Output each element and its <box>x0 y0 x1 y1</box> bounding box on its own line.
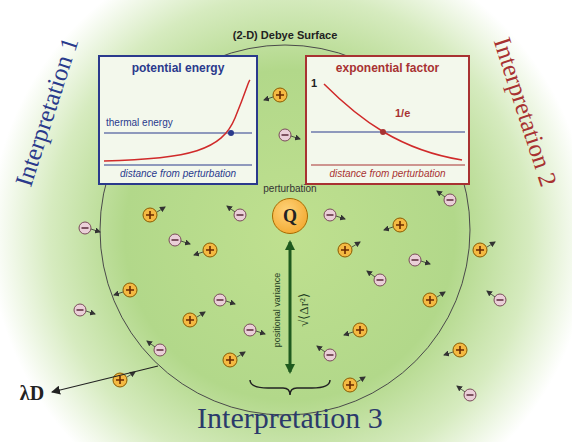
graph-box: exponential factor 1 1/e distance from pert… <box>305 55 470 185</box>
interpretation-title: Interpretation 3 <box>197 401 383 435</box>
axis-label: distance from perturbation <box>120 168 236 179</box>
graph-box: potential energy thermal energy distance f… <box>98 55 258 185</box>
axis-value: 1 <box>311 77 317 89</box>
charge-circle: perturbationQ <box>272 198 308 234</box>
graph-title: potential energy <box>132 61 225 75</box>
axis-value: 1/e <box>395 107 410 119</box>
graph-title: exponential factor <box>336 61 439 75</box>
formula-label: √⟨Δr²⟩ <box>296 293 312 327</box>
debye-length: λD <box>20 382 44 405</box>
surface-label: (2-D) Debye Surface <box>233 29 338 41</box>
curve-label: thermal energy <box>106 117 173 128</box>
axis-label: distance from perturbation <box>329 168 445 179</box>
arrow-label: positional variance <box>272 273 282 348</box>
node-heading: perturbation <box>263 183 316 194</box>
charge-symbol: Q <box>283 206 297 227</box>
